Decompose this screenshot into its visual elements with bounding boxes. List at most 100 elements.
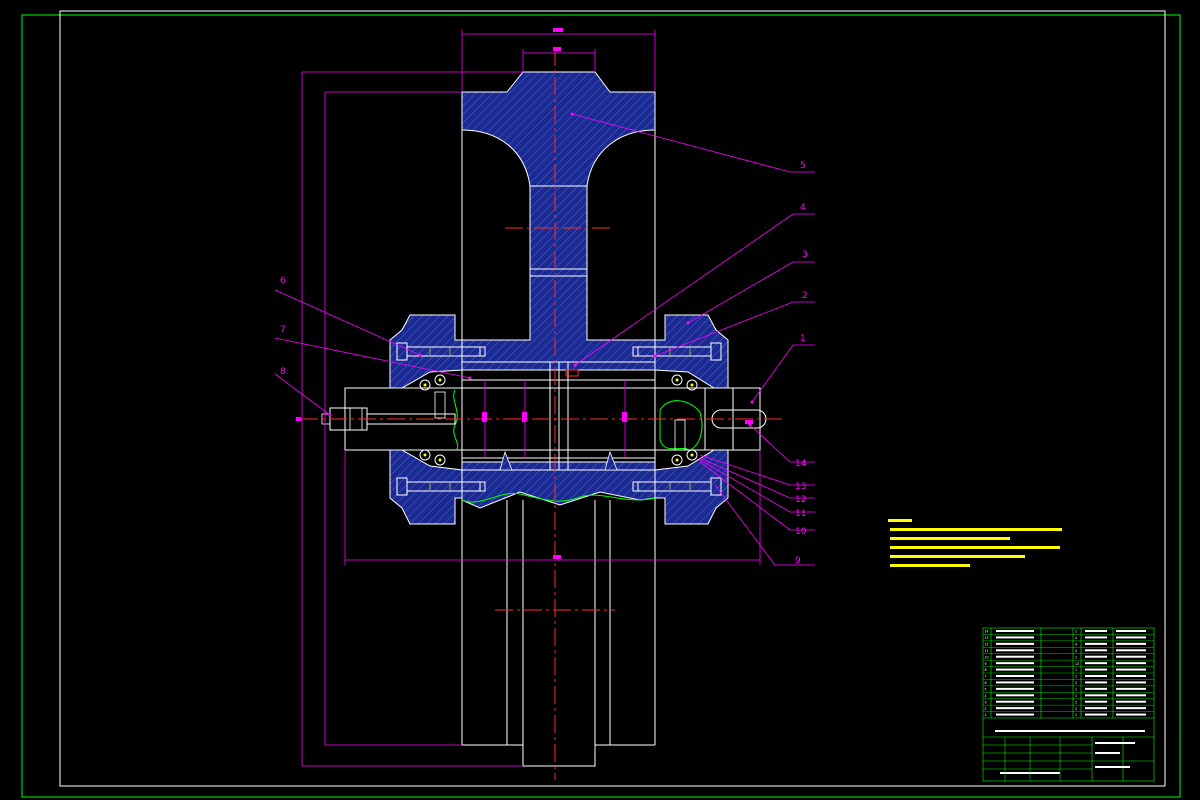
parts-row-name-blur	[996, 681, 1034, 684]
leader-dots	[328, 112, 754, 427]
balloon-10: 10	[795, 527, 807, 537]
parts-row-material-blur	[1085, 655, 1107, 658]
dimensions	[301, 30, 761, 767]
balloon-13: 13	[795, 482, 806, 492]
parts-row-qty: 4	[1075, 649, 1077, 653]
parts-row-standard-blur	[1116, 681, 1146, 684]
balloon-11: 11	[795, 509, 806, 519]
balloon-8: 8	[280, 367, 286, 377]
balloon-5: 5	[800, 161, 806, 171]
parts-row-name-blur	[996, 668, 1034, 671]
parts-row-material-blur	[1085, 675, 1107, 677]
parts-row-name-blur	[996, 694, 1034, 697]
parts-row-number: 4	[985, 694, 987, 698]
parts-row-number: 13	[985, 636, 989, 640]
parts-row-material-blur	[1085, 694, 1107, 697]
technical-notes	[888, 519, 1062, 567]
parts-row-qty: 1	[1075, 675, 1077, 679]
parts-row-name-blur	[996, 713, 1034, 716]
balloon-9: 9	[795, 556, 801, 566]
parts-row-qty: 1	[1075, 655, 1077, 659]
parts-row-material-blur	[1085, 700, 1107, 703]
web-hatched	[529, 185, 588, 277]
parts-row-number: 5	[985, 687, 987, 691]
balloon-2: 2	[802, 291, 808, 301]
parts-row-standard-blur	[1116, 642, 1146, 645]
parts-row-qty: 4	[1075, 636, 1077, 640]
parts-row-number: 6	[985, 681, 987, 685]
parts-row-material-blur	[1085, 681, 1107, 684]
parts-row-material-blur	[1085, 713, 1107, 716]
centerlines	[300, 48, 785, 780]
parts-row-name-blur	[996, 687, 1034, 690]
parts-row-standard-blur	[1116, 707, 1146, 710]
parts-row-name-blur	[996, 630, 1034, 632]
balloon-4: 4	[800, 203, 806, 213]
parts-row-qty: 1	[1075, 713, 1077, 717]
parts-row-qty: 2	[1075, 681, 1077, 685]
bearings	[419, 374, 698, 466]
parts-row-qty: 1	[1075, 687, 1077, 691]
parts-row-material-blur	[1085, 687, 1107, 690]
parts-row-material-blur	[1085, 642, 1107, 645]
balloon-12: 12	[795, 495, 806, 505]
parts-row-name-blur	[996, 700, 1034, 703]
parts-row-standard-blur	[1116, 630, 1146, 632]
parts-row-standard-blur	[1116, 655, 1146, 658]
parts-row-qty: 2	[1075, 707, 1077, 711]
parts-row-number: 9	[985, 662, 987, 666]
left-housing	[389, 314, 463, 389]
parts-row-standard-blur	[1116, 668, 1146, 671]
title-block	[995, 730, 1145, 774]
parts-row-number: 12	[985, 642, 989, 646]
parts-row-number: 10	[985, 655, 989, 659]
balloon-7: 7	[280, 325, 286, 335]
parts-row-material-blur	[1085, 649, 1107, 652]
parts-row-standard-blur	[1116, 713, 1146, 716]
parts-row-number: 8	[985, 668, 987, 672]
parts-row-material-blur	[1085, 636, 1107, 639]
leaders	[274, 113, 815, 566]
parts-row-standard-blur	[1116, 662, 1146, 665]
parts-row-qty: 2	[1075, 700, 1077, 704]
parts-row-standard-blur	[1116, 694, 1146, 697]
wheel-body-hatched	[461, 71, 656, 187]
hub-hatched	[461, 275, 656, 363]
left-housing-bottom	[389, 449, 463, 525]
parts-row-name-blur	[996, 642, 1034, 645]
parts-row-name-blur	[996, 649, 1034, 652]
parts-row-name-blur	[996, 655, 1034, 658]
right-housing-bottom	[654, 449, 729, 525]
parts-row-material-blur	[1085, 668, 1107, 671]
balloon-1: 1	[800, 334, 806, 344]
parts-row-qty: 4	[1075, 642, 1077, 646]
parts-row-number: 1	[985, 713, 987, 717]
parts-row-standard-blur	[1116, 649, 1146, 652]
balloon-3: 3	[802, 250, 808, 260]
parts-row-name-blur	[996, 675, 1034, 677]
parts-row-number: 3	[985, 700, 987, 704]
parts-row-number: 7	[985, 675, 987, 679]
parts-row-qty: 1	[1075, 630, 1077, 634]
inner-frame	[59, 10, 1166, 787]
lower-hub-hatched	[461, 469, 656, 509]
parts-row-standard-blur	[1116, 636, 1146, 639]
balloon-labels: 5 4 3 2 1 14 13 12 11 10 9 6 7 8	[280, 161, 808, 566]
outer-frame	[21, 14, 1181, 798]
bolts	[396, 342, 722, 496]
parts-row-qty: 12	[1075, 662, 1079, 666]
parts-row-number: 11	[985, 649, 989, 653]
parts-row-standard-blur	[1116, 700, 1146, 703]
parts-row-number: 2	[985, 707, 987, 711]
parts-list	[982, 627, 1155, 782]
balloon-14: 14	[795, 459, 807, 469]
parts-row-number: 14	[985, 630, 989, 634]
parts-row-material-blur	[1085, 707, 1107, 710]
parts-row-name-blur	[996, 636, 1034, 639]
parts-row-standard-blur	[1116, 675, 1146, 677]
hub-assembly	[321, 275, 767, 525]
parts-row-material-blur	[1085, 630, 1107, 632]
parts-row-name-blur	[996, 662, 1034, 665]
